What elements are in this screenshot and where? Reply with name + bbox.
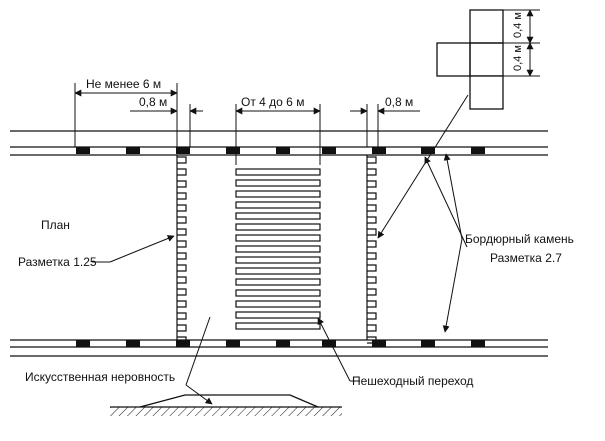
zebra-stripe <box>235 223 321 231</box>
min-distance-label: Не менее 6 м <box>86 77 161 91</box>
zebra-stripe <box>235 190 321 198</box>
crossing-width-label: От 4 до 6 м <box>241 95 304 109</box>
marking-2-7-top <box>76 147 485 154</box>
curb-dash <box>226 340 240 347</box>
zebra-stripe <box>235 168 321 176</box>
marking-2-7-bottom <box>76 340 485 347</box>
curb-dash <box>322 147 336 154</box>
curb-dash <box>76 147 90 154</box>
curb-dash <box>322 340 336 347</box>
inset-bottom-label: 0,4 м <box>512 45 524 71</box>
inset-top-label: 0,4 м <box>512 12 524 38</box>
crosswalk-zebra <box>235 168 321 330</box>
curb-dash <box>276 147 290 154</box>
curb-dash <box>421 340 435 347</box>
zebra-stripe <box>235 267 321 275</box>
curb-dash <box>276 340 290 347</box>
zebra-stripe <box>235 212 321 220</box>
marking-1-25-right <box>366 155 377 344</box>
speed-bump-profile <box>110 394 342 416</box>
curb-dash <box>126 340 140 347</box>
marking-2-7-label: Разметка 2.7 <box>490 251 562 265</box>
curb-dash <box>471 340 485 347</box>
zebra-stripe <box>235 322 321 330</box>
curb-dash <box>226 147 240 154</box>
marking-1-25-label: Разметка 1.25 <box>18 255 97 269</box>
zebra-stripe <box>235 179 321 187</box>
curb-dash <box>76 340 90 347</box>
inset-dimension-lines <box>503 9 540 77</box>
zebra-stripe <box>235 201 321 209</box>
zebra-stripe <box>235 245 321 253</box>
zebra-stripe <box>235 278 321 286</box>
zebra-stripe <box>235 289 321 297</box>
zebra-stripe <box>235 311 321 319</box>
gap-right-label: 0,8 м <box>385 95 413 109</box>
speed-bump-label: Искусственная неровность <box>25 370 175 384</box>
curb-dash <box>372 147 386 154</box>
curb-dash <box>372 340 386 347</box>
plan-label: План <box>41 218 70 232</box>
leader-lines <box>92 94 469 405</box>
crosswalk-label: Пешеходный переход <box>352 374 473 388</box>
curb-dash <box>126 147 140 154</box>
checker-detail-inset <box>436 9 504 110</box>
curb-dash <box>176 147 190 154</box>
zebra-stripe <box>235 256 321 264</box>
curb-stone-label: Бордюрный камень <box>465 232 574 246</box>
dimension-lines <box>74 83 420 165</box>
gap-left-label: 0,8 м <box>139 95 167 109</box>
marking-1-25-left <box>176 155 187 344</box>
zebra-stripe <box>235 300 321 308</box>
curb-dash <box>471 147 485 154</box>
curb-dash <box>421 147 435 154</box>
zebra-stripe <box>235 234 321 242</box>
